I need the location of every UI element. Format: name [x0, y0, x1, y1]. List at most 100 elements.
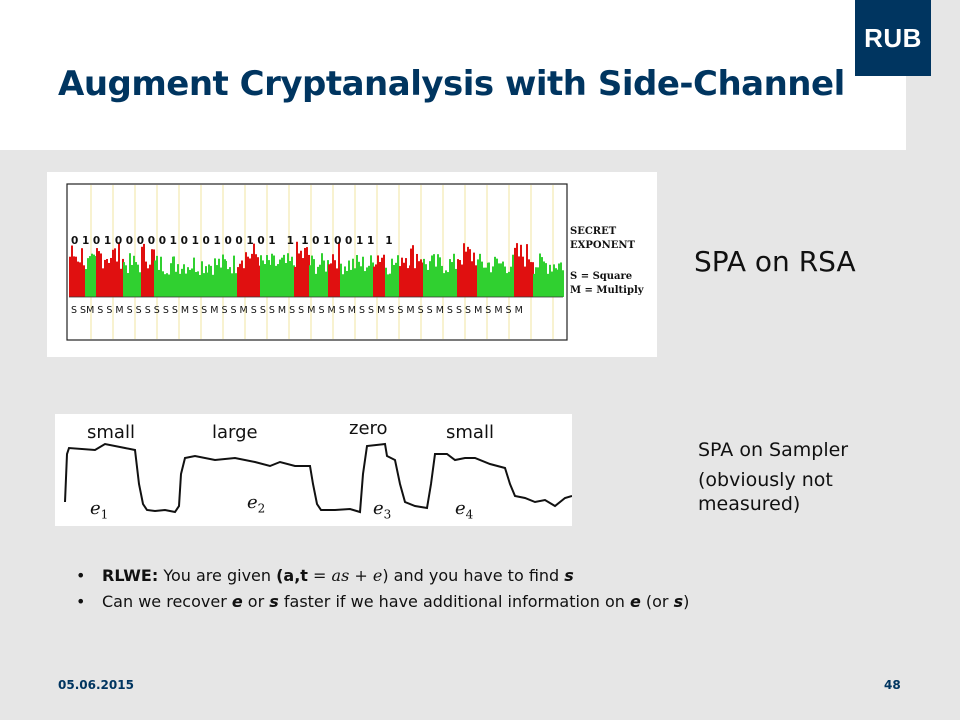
trace-sample [214, 258, 216, 297]
legend-exponent: EXPONENT [570, 240, 636, 251]
trace-sample [465, 251, 467, 297]
trace-sample [81, 248, 83, 297]
trace-sample [471, 261, 473, 297]
trace-sample [216, 265, 218, 297]
trace-sample [291, 256, 293, 297]
footer-date: 05.06.2015 [58, 678, 134, 692]
trace-sample [545, 263, 547, 297]
trace-sample [362, 256, 364, 297]
trace-sample [340, 263, 342, 297]
trace-sample [83, 265, 85, 297]
trace-sample [266, 255, 268, 297]
legend-multiply: M = Multiply [570, 285, 645, 296]
trace-sample [197, 271, 199, 297]
trace-sample [195, 271, 197, 297]
trace-sample [281, 257, 283, 297]
trace-sample [100, 253, 102, 297]
trace-sample [381, 257, 383, 297]
trace-sample [352, 258, 354, 297]
trace-sample [330, 263, 332, 297]
label-zero: zero [349, 418, 388, 439]
trace-sample [141, 246, 143, 297]
trace-sample [212, 274, 214, 297]
trace-sample [431, 255, 433, 297]
trace-sample [366, 267, 368, 297]
trace-sample [479, 253, 481, 297]
trace-sample [304, 247, 306, 297]
trace-sample [183, 264, 185, 297]
trace-sample [508, 271, 510, 297]
trace-sample [166, 273, 168, 297]
trace-sample [294, 266, 296, 297]
trace-sample [77, 261, 79, 297]
trace-sample [541, 257, 543, 297]
trace-sample [403, 262, 405, 297]
trace-sample [334, 260, 336, 297]
trace-sample [457, 259, 459, 297]
sampler-power-trace [64, 442, 572, 514]
trace-sample [516, 243, 518, 297]
trace-sample [528, 259, 530, 297]
trace-sample [514, 247, 516, 297]
trace-sample [175, 271, 177, 297]
e3-label: e3 [373, 498, 392, 522]
trace-sample [149, 264, 151, 297]
trace-sample [332, 254, 334, 297]
trace-sample [385, 267, 387, 297]
trace-sample [498, 263, 500, 297]
trace-sample [131, 264, 133, 297]
trace-sample [395, 262, 397, 297]
trace-sample [443, 273, 445, 297]
trace-sample [533, 273, 535, 297]
trace-sample [560, 262, 562, 297]
trace-sample [120, 268, 122, 297]
trace-sample [439, 257, 441, 297]
trace-sample [535, 267, 537, 297]
trace-sample [313, 259, 315, 297]
trace-sample [102, 268, 104, 297]
trace-sample [69, 256, 71, 297]
trace-sample [373, 266, 375, 297]
trace-sample [483, 267, 485, 297]
trace-sample [108, 262, 110, 297]
trace-sample [473, 252, 475, 297]
trace-sample [375, 264, 377, 297]
trace-sample [500, 263, 502, 297]
trace-sample [492, 266, 494, 297]
trace-sample [222, 254, 224, 297]
trace-sample [562, 270, 564, 297]
trace-sample [435, 266, 437, 297]
trace-sample [558, 263, 560, 297]
trace-sample [344, 266, 346, 297]
trace-sample [249, 258, 251, 297]
trace-sample [154, 260, 156, 297]
rub-logo: RUB [855, 0, 931, 76]
trace-sample [549, 264, 551, 297]
trace-sample [379, 261, 381, 297]
trace-sample [253, 243, 255, 297]
trace-sample [255, 254, 257, 297]
trace-sample [315, 273, 317, 297]
trace-sample [354, 268, 356, 297]
trace-sample [262, 260, 264, 297]
trace-sample [93, 254, 95, 297]
spa-rsa-label: SPA on RSA [694, 245, 856, 278]
trace-sample [177, 264, 179, 297]
trace-sample [125, 265, 127, 297]
trace-sample [547, 273, 549, 297]
trace-sample [418, 261, 420, 297]
trace-sample [368, 265, 370, 297]
trace-sample [407, 268, 409, 297]
e2-label: e2 [247, 492, 266, 516]
trace-sample [275, 265, 277, 297]
trace-sample [530, 262, 532, 297]
trace-sample [247, 256, 249, 297]
trace-sample [420, 259, 422, 297]
trace-sample [302, 258, 304, 297]
sampler-label-line1: SPA on Sampler [698, 439, 849, 461]
trace-sample [416, 253, 418, 297]
trace-sample [539, 253, 541, 297]
trace-sample [405, 258, 407, 297]
trace-sample [187, 267, 189, 297]
trace-sample [412, 245, 414, 297]
